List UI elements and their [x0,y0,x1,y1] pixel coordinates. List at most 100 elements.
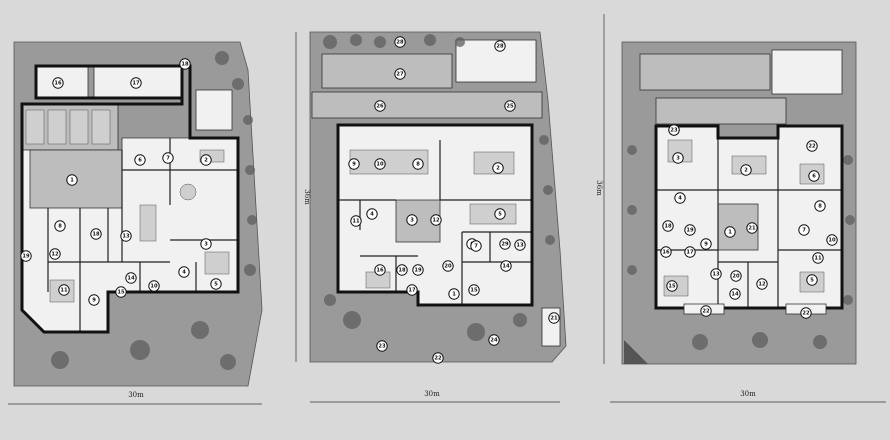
dimension-label-bottom: 30m [128,391,144,399]
room-number-badge: 13 [710,268,722,280]
room-number-badge: 16 [374,264,386,276]
room-number-badge: 29 [499,238,511,250]
room-number-label: 19 [414,267,422,273]
room-number-label: 14 [127,275,135,281]
room-number-label: 17 [686,249,694,255]
room-number-badge: 6 [134,154,146,166]
room-number-badge: 5 [494,208,506,220]
room-number-label: 10 [150,283,158,289]
pool [321,53,453,89]
room-number-badge: 10 [148,280,160,292]
room-number-label: 28 [396,39,404,45]
room-number-badge: 8 [814,200,826,212]
room-number-label: 18 [92,231,100,237]
room-number-label: 8 [818,203,822,209]
dimension-label-bottom: 30m [740,390,756,398]
room-number-label: 26 [376,103,384,109]
room-number-label: 25 [506,103,514,109]
room-number-badge: 28 [394,36,406,48]
room-number-label: 8 [58,223,62,229]
room-number-label: 3 [410,217,414,223]
room-number-badge: 22 [800,307,812,319]
living-sofas [473,151,515,175]
room-partitions [47,138,238,332]
room-number-badge: 11 [812,252,824,264]
room-number-label: 29 [501,241,509,247]
room-number-label: 20 [444,263,452,269]
room-number-badge: 22 [806,140,818,152]
plan-second-floor: 30m 36m [595,14,886,403]
room-number-label: 4 [370,211,374,217]
dimension-label-side: 36m [303,189,311,205]
plan-ground-floor: 30m [8,41,263,405]
room-number-label: 1 [728,229,732,235]
dimension-label-bottom: 30m [424,390,440,398]
room-number-badge: 9 [348,158,360,170]
room-number-badge: 12 [49,248,61,260]
room-number-badge: 18 [179,58,191,70]
room-number-label: 5 [214,281,218,287]
room-number-label: 17 [408,287,416,293]
room-number-badge: 14 [500,260,512,272]
room-number-badge: 11 [350,215,362,227]
room-number-badge: 21 [548,312,560,324]
stair-void [139,204,157,242]
room-number-label: 16 [662,249,670,255]
room-number-badge: 2 [200,154,212,166]
room-number-label: 20 [732,273,740,279]
room-number-badges: 1234567891011121314151617181819123456789… [20,36,838,364]
room-number-badge: 1 [66,174,78,186]
dimension-label-side: 36m [595,180,603,196]
room-number-label: 9 [704,241,708,247]
room-number-label: 14 [502,263,510,269]
room-number-badge: 10 [374,158,386,170]
room-number-label: 12 [758,281,766,287]
room-partitions [338,140,532,305]
room-number-badge: 22 [700,305,712,317]
room-number-label: 9 [92,297,96,303]
room-number-badge: 12 [430,214,442,226]
room-number-badge: 15 [115,286,127,298]
dining-set [469,203,517,225]
room-number-badge: 6 [808,170,820,182]
room-number-label: 4 [182,269,186,275]
room-number-label: 7 [802,227,806,233]
room-partitions [656,138,842,308]
room-number-badge: 7 [798,224,810,236]
room-number-badge: 19 [20,250,32,262]
room-number-badge: 3 [200,238,212,250]
room-number-badge: 7 [162,152,174,164]
room-number-label: 8 [416,161,420,167]
room-number-label: 3 [204,241,208,247]
room-number-label: 7 [166,155,170,161]
room-number-badge: 27 [394,68,406,80]
plan-first-floor: 30m 36m [295,31,567,403]
room-number-badge: 23 [376,340,388,352]
room-number-badge: 4 [178,266,190,278]
room-number-label: 16 [376,267,384,273]
room-number-badge: 4 [366,208,378,220]
room-number-badge: 8 [54,220,66,232]
corner-marker [624,340,648,364]
room-number-badge: 15 [468,284,480,296]
room-number-badge: 13 [514,239,526,251]
first-floor-outer-wall [336,123,534,307]
room-number-label: 1 [70,177,74,183]
room-number-label: 6 [138,157,142,163]
room-number-label: 28 [496,43,504,49]
room-number-badge: 17 [684,246,696,258]
roof-terrace [771,49,843,95]
room-number-badge: 9 [700,238,712,250]
room-number-label: 5 [810,277,814,283]
parking-bays [21,103,119,151]
room-number-badge: 24 [488,334,500,346]
room-number-label: 13 [712,271,720,277]
trees [51,51,257,370]
room-number-badge: 1 [448,288,460,300]
room-number-badge: 18 [662,220,674,232]
room-number-badge: 5 [806,274,818,286]
pergola [655,97,787,125]
room-number-label: 27 [396,71,404,77]
room-number-badge: 5 [210,278,222,290]
